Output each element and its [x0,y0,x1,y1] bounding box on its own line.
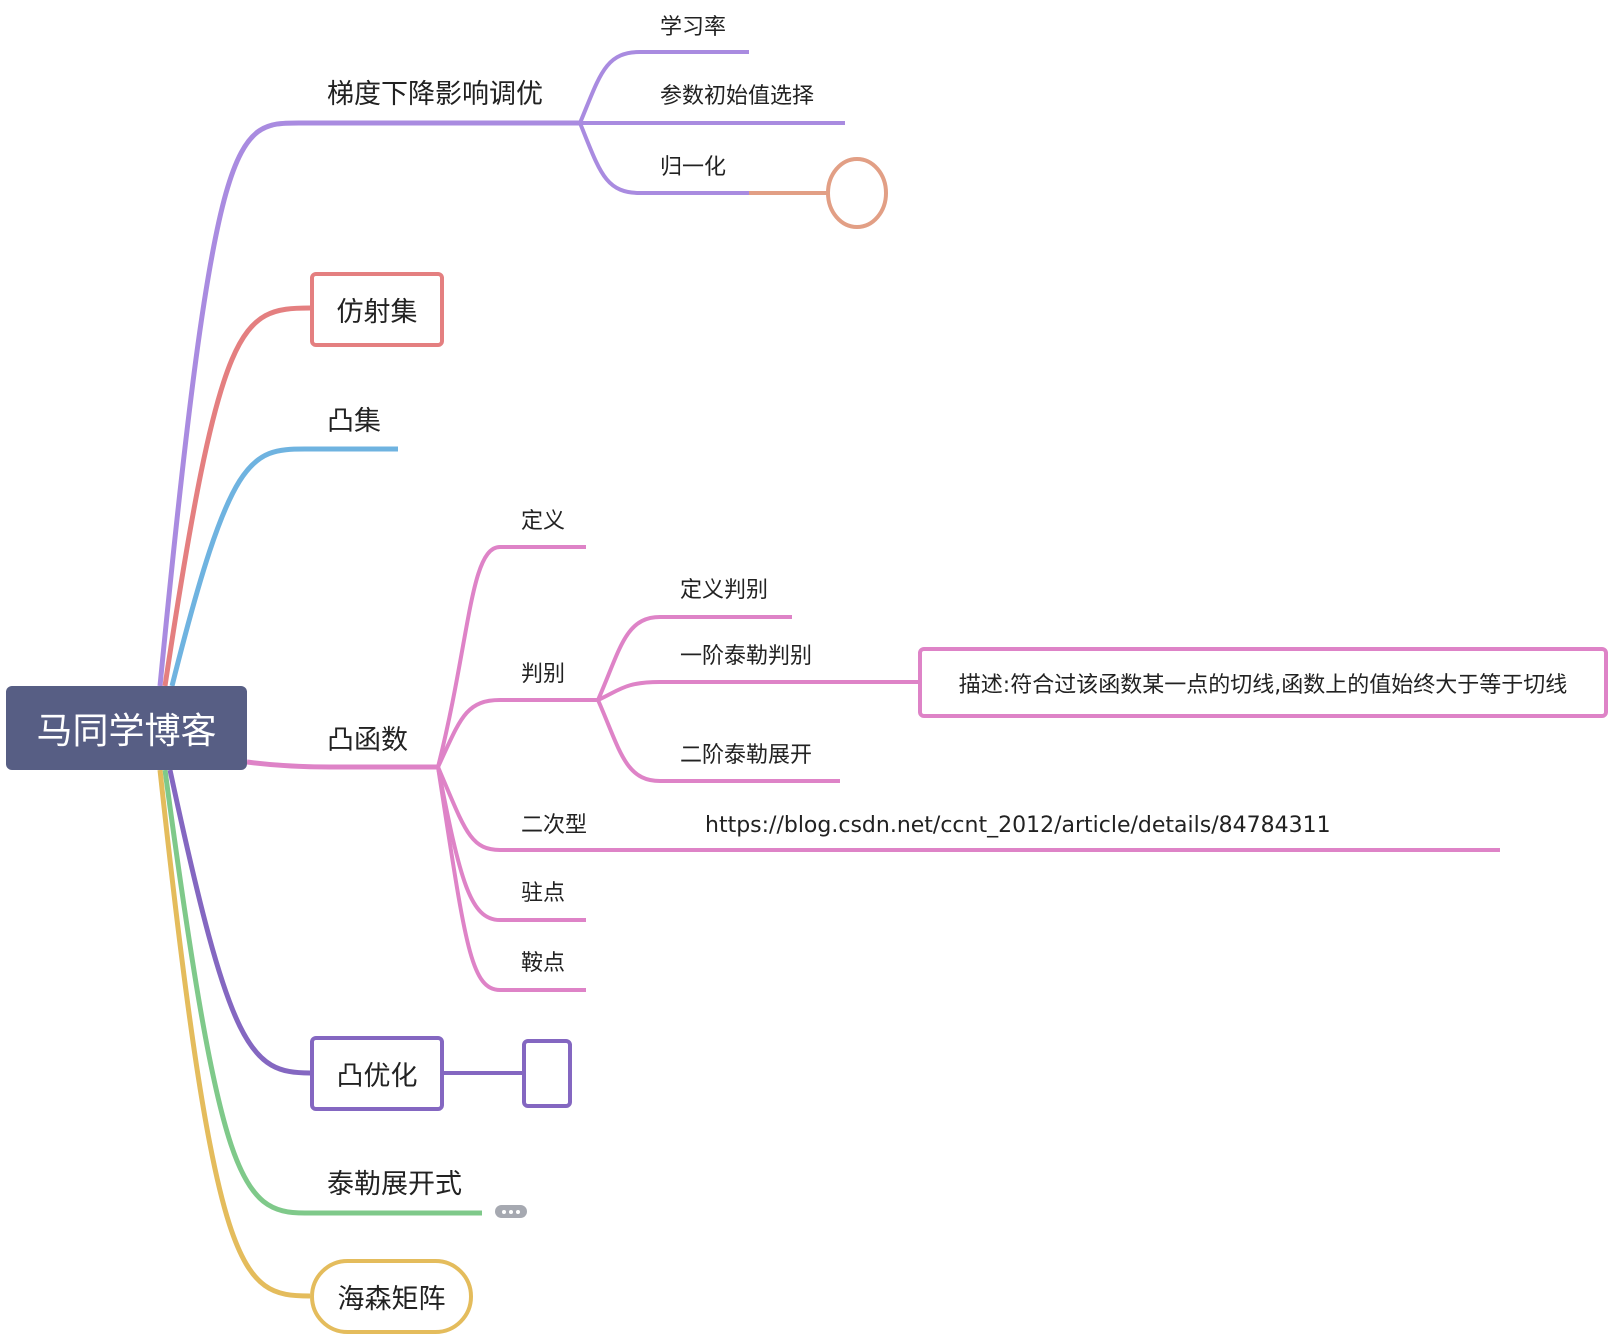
attachment-circle-icon [826,157,888,229]
node-def-criterion[interactable]: 定义判别 [680,578,769,603]
node-saddle[interactable]: 鞍点 [521,951,566,976]
link-gradient [157,120,580,687]
node-note-text: 描述:符合过该函数某一点的切线,函数上的值始终大于等于切线 [958,672,1568,698]
node-hessian-label: 海森矩阵 [337,1284,446,1315]
root-label: 马同学博客 [36,711,217,752]
node-taylor[interactable]: 泰勒展开式 [327,1169,462,1200]
link-convex-opt [167,769,311,1076]
node-stationary[interactable]: 驻点 [521,881,566,906]
link-saddle [436,766,586,992]
collapsed-ellipsis-icon[interactable] [495,1205,527,1218]
link-convex-fn [246,759,438,770]
link-crit [436,698,598,768]
link-quad [436,766,1500,852]
link-hessian [157,769,311,1299]
link-affine [162,305,311,687]
node-affine-label: 仿射集 [336,297,418,328]
node-convex-opt-label: 凸优化 [336,1061,418,1092]
link-def [436,545,586,768]
link-convex-set [169,446,398,687]
link-crit-second [596,699,840,783]
node-learning-rate[interactable]: 学习率 [660,15,727,40]
link-taylor [162,769,482,1216]
node-gradient[interactable]: 梯度下降影响调优 [327,79,543,110]
link-lr [578,50,749,124]
node-hessian[interactable]: 海森矩阵 [310,1259,473,1334]
node-first-order[interactable]: 一阶泰勒判别 [680,644,813,669]
quadratic-link[interactable]: https://blog.csdn.net/ccnt_2012/article/… [705,813,1331,838]
attachment-box-icon[interactable] [522,1039,572,1108]
node-normalization[interactable]: 归一化 [660,155,727,180]
node-note[interactable]: 描述:符合过该函数某一点的切线,函数上的值始终大于等于切线 [918,647,1608,718]
node-quadratic[interactable]: 二次型 [521,813,588,838]
link-crit-first [597,680,922,702]
node-convex-opt[interactable]: 凸优化 [310,1036,444,1111]
node-criterion[interactable]: 判别 [521,662,566,687]
node-second-order[interactable]: 二阶泰勒展开 [680,743,813,768]
link-crit-def [596,615,792,701]
node-definition[interactable]: 定义 [521,509,566,534]
node-convex-set[interactable]: 凸集 [327,406,381,437]
root-node[interactable]: 马同学博客 [6,686,247,770]
node-affine[interactable]: 仿射集 [310,272,444,347]
node-init-value[interactable]: 参数初始值选择 [660,84,815,109]
node-convex-fn[interactable]: 凸函数 [327,725,408,756]
link-norm [578,122,749,195]
